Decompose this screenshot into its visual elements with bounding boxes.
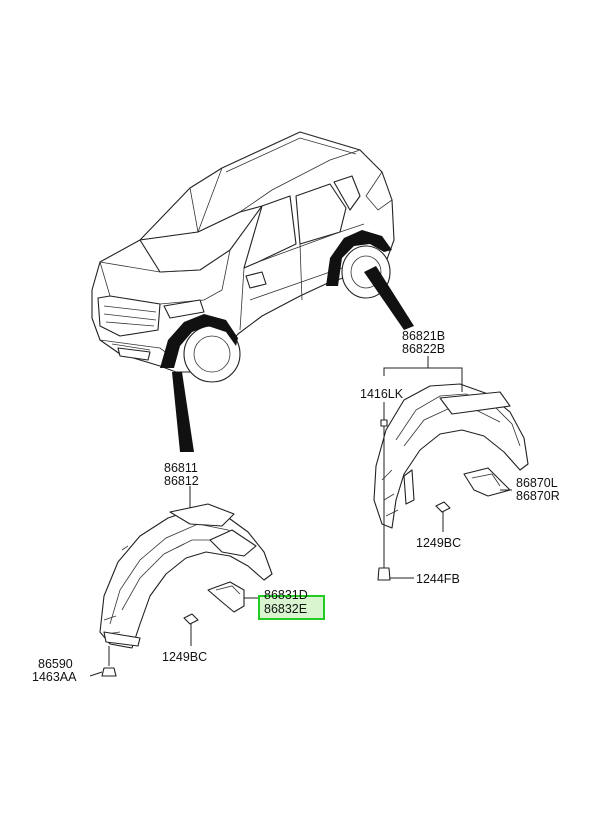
label-clip-a[interactable]: 86590 <box>38 657 73 671</box>
label-rear-liner-b[interactable]: 86822B <box>402 342 445 356</box>
label-front-mudguard-b[interactable]: 86832E <box>264 602 307 616</box>
label-rear-mudguard-b[interactable]: 86870R <box>516 489 560 503</box>
label-rear-liner-a[interactable]: 86821B <box>402 329 445 343</box>
rear-pointer <box>364 266 414 330</box>
label-front-liner-b[interactable]: 86812 <box>164 474 199 488</box>
label-rear-mudguard-a[interactable]: 86870L <box>516 476 558 490</box>
label-front-liner-a[interactable]: 86811 <box>164 461 198 475</box>
label-screw-rear[interactable]: 1249BC <box>416 536 461 550</box>
front-wheel-liner <box>99 503 273 677</box>
label-screw-front[interactable]: 1249BC <box>162 650 207 664</box>
highlighted-part-box[interactable] <box>258 595 325 620</box>
rear-mudguard <box>463 467 511 497</box>
rear-wheel-liner <box>373 383 529 581</box>
label-front-mudguard-a[interactable]: 86831D <box>264 588 308 602</box>
part-labels: 86821B 86822B 1416LK 86870L 86870R 1249B… <box>32 329 560 684</box>
front-fender-highlight <box>160 314 238 368</box>
front-pointer <box>172 372 194 452</box>
leader-lines <box>89 356 512 677</box>
front-clip <box>101 667 117 677</box>
label-bolt-lower[interactable]: 1244FB <box>416 572 460 586</box>
rear-fender-highlight <box>326 230 392 286</box>
label-clip-b[interactable]: 1463AA <box>32 670 77 684</box>
front-mudguard <box>207 581 245 613</box>
label-bolt-upper[interactable]: 1416LK <box>360 387 404 401</box>
vehicle-illustration <box>91 131 414 452</box>
